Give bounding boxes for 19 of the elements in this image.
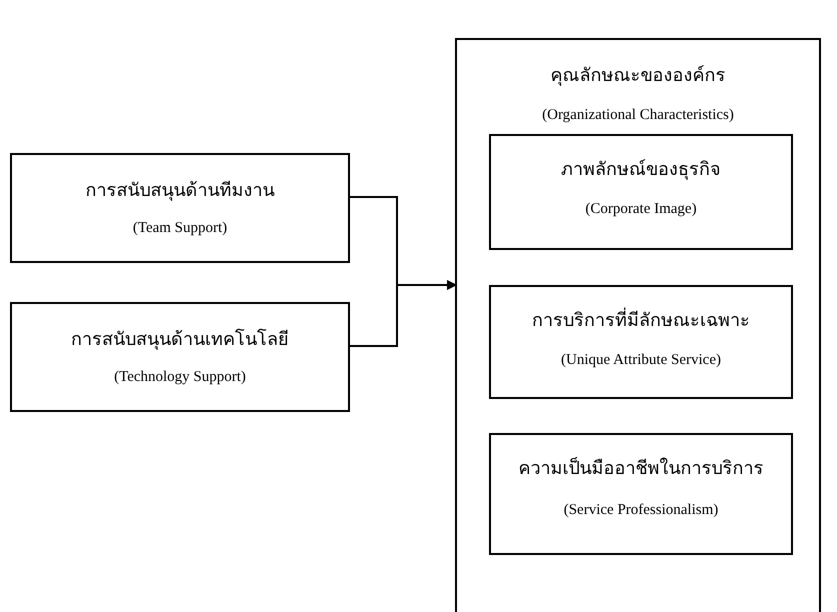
box-title: การสนับสนุนด้านทีมงาน [86, 179, 274, 203]
arrow [349, 280, 457, 347]
process-box [489, 285, 793, 399]
box-title: การสนับสนุนด้านเทคโนโลยี [71, 328, 289, 352]
process-box [489, 134, 793, 250]
box-subtitle: (Technology Support) [114, 369, 246, 386]
process-box [10, 302, 350, 412]
box-title: ภาพลักษณ์ของธุรกิจ [561, 158, 721, 182]
box-subtitle: (Team Support) [132, 220, 228, 237]
box-title: ความเป็นมืออาชีพในการบริการ [518, 456, 764, 480]
process-box [489, 433, 793, 555]
group-box [455, 38, 821, 612]
box-subtitle: (Service Professionalism) [564, 502, 718, 519]
box-subtitle: (Organizational Characteristics) [542, 107, 734, 124]
box-subtitle: (Unique Attribute Service) [561, 352, 721, 369]
box-subtitle: (Corporate Image) [585, 201, 697, 218]
box-title: คุณลักษณะขององค์กร [550, 64, 726, 88]
process-box [10, 153, 350, 263]
box-title: การบริการที่มีลักษณะเฉพาะ [532, 305, 750, 334]
